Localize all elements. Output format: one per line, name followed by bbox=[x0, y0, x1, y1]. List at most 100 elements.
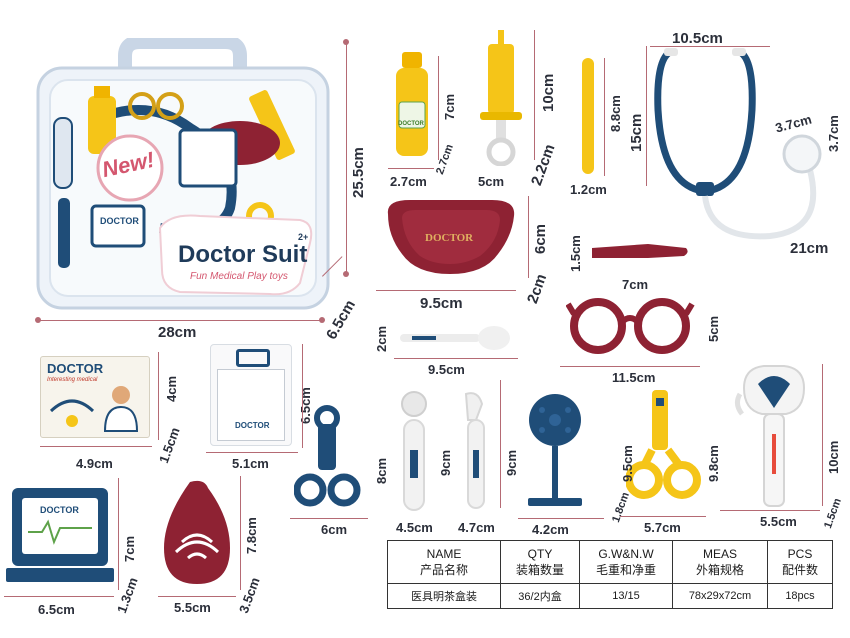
badge-label: DOCTOR bbox=[235, 421, 270, 430]
stethoscope-length-label: 21cm bbox=[790, 240, 829, 257]
lamp-width-label: 4.2cm bbox=[532, 522, 569, 537]
thermometer-depth-label: 1.5cm bbox=[822, 496, 844, 531]
bottle-width-label: 2.7cm bbox=[390, 174, 427, 189]
case-brand-title: Doctor Suit bbox=[178, 241, 308, 268]
clamp-width-label: 6cm bbox=[321, 522, 348, 537]
badge-clip bbox=[236, 349, 270, 367]
syringe-height-label: 10cm bbox=[540, 73, 557, 112]
scissors-height-label: 9.5cm bbox=[620, 445, 635, 482]
glasses-guide bbox=[560, 366, 700, 367]
guide-dot bbox=[343, 271, 349, 277]
id-badge: DOCTOR bbox=[210, 344, 292, 446]
spec-value-meas: 78x29x72cm bbox=[672, 583, 768, 609]
thermometer-image bbox=[734, 365, 806, 507]
monitor-guide bbox=[4, 596, 114, 597]
stethoscope-height-label: 15cm bbox=[628, 113, 645, 152]
stick-height-label: 8.8cm bbox=[608, 95, 623, 132]
badge-inner bbox=[217, 369, 285, 441]
bp-height-label: 7.8cm bbox=[244, 517, 259, 554]
spec-value-pcs: 18pcs bbox=[767, 583, 833, 609]
scissors-height2-label: 9.8cm bbox=[706, 445, 721, 482]
bottle-guide bbox=[388, 168, 434, 169]
clamp-guide bbox=[290, 518, 368, 519]
badge-width-label: 5.1cm bbox=[232, 456, 269, 471]
mirror-width-label: 4.5cm bbox=[396, 520, 433, 535]
stethoscope-top-label: 10.5cm bbox=[672, 30, 723, 47]
stethoscope-top-guide bbox=[650, 46, 770, 47]
hammer-height-label: 9cm bbox=[504, 449, 519, 476]
guide-dot bbox=[35, 317, 41, 323]
reflex-hammer-image bbox=[464, 392, 485, 509]
case-width-guide bbox=[38, 320, 322, 321]
mirror-height-label: 9cm bbox=[438, 449, 453, 476]
badge-guide bbox=[206, 452, 298, 453]
stethoscope-icon bbox=[49, 399, 95, 427]
card-subtitle: Interesting medical bbox=[47, 377, 98, 383]
monitor-label: DOCTOR bbox=[40, 505, 79, 515]
spec-value-name: 医具明茶盒装 bbox=[387, 583, 501, 609]
knife-width-label: 7cm bbox=[622, 277, 649, 292]
bottle-label: DOCTOR bbox=[398, 121, 424, 127]
card-guide bbox=[40, 446, 152, 447]
badge-guide-v bbox=[302, 344, 303, 448]
card-title: DOCTOR bbox=[47, 361, 104, 376]
tongue-depressor-image bbox=[582, 58, 594, 174]
stick-width-label: 1.2cm bbox=[570, 182, 607, 197]
scissors-image bbox=[626, 390, 701, 499]
card-width-label: 4.9cm bbox=[76, 456, 113, 471]
doctor-case: New! Doctor Suit Fun Medical Play toys 2… bbox=[30, 35, 332, 310]
guide-dot bbox=[343, 39, 349, 45]
tray-label: DOCTOR bbox=[425, 232, 474, 244]
dental-mirror-image bbox=[401, 391, 427, 511]
spec-value-weight: 13/15 bbox=[579, 583, 673, 609]
stethoscope-height-guide bbox=[646, 46, 647, 186]
bottle-guide-v bbox=[438, 56, 439, 160]
forceps-image bbox=[294, 405, 361, 507]
doctor-card: DOCTOR Interesting medical bbox=[40, 356, 150, 438]
monitor-image bbox=[6, 488, 114, 582]
card-height-label: 4cm bbox=[164, 375, 179, 402]
thermometer-guide bbox=[720, 510, 820, 511]
stick-guide-v bbox=[604, 58, 605, 176]
scissors-guide bbox=[620, 516, 706, 517]
card-depth-label: 1.5cm bbox=[156, 425, 183, 466]
bp-guide bbox=[158, 596, 236, 597]
hammer-width-label: 4.7cm bbox=[458, 520, 495, 535]
tray-height-label: 6cm bbox=[532, 223, 549, 254]
tray-width-label: 9.5cm bbox=[420, 295, 463, 312]
syringe-width-label: 5cm bbox=[478, 174, 505, 189]
case-illustration bbox=[36, 35, 330, 310]
stethoscope-chest-height-label: 3.7cm bbox=[826, 115, 841, 152]
case-width-label: 28cm bbox=[158, 324, 197, 341]
spoon-width-label: 9.5cm bbox=[428, 362, 465, 377]
stethoscope-image bbox=[654, 48, 822, 240]
knife-height-label: 1.5cm bbox=[568, 235, 583, 272]
hammer-guide-v bbox=[500, 380, 501, 508]
otoscope-spoon-image bbox=[400, 326, 510, 350]
monitor-height-label: 7cm bbox=[122, 535, 137, 562]
kidney-tray-image bbox=[387, 200, 515, 274]
case-doctor-tag: DOCTOR bbox=[100, 216, 139, 226]
scissors-width-label: 5.7cm bbox=[644, 520, 681, 535]
glasses-height-label: 5cm bbox=[706, 315, 721, 342]
case-height-guide bbox=[346, 42, 347, 274]
monitor-guide-v bbox=[118, 478, 119, 590]
bp-bulb-image bbox=[164, 480, 230, 584]
case-height-label: 25.5cm bbox=[350, 147, 367, 198]
doctor-avatar-icon bbox=[103, 386, 139, 432]
glasses-image bbox=[566, 298, 695, 354]
thermometer-guide-v bbox=[822, 364, 823, 506]
tray-guide bbox=[376, 290, 516, 291]
head-lamp-image bbox=[528, 394, 582, 506]
tray-guide-v bbox=[528, 196, 529, 278]
spoon-height-label: 2cm bbox=[374, 325, 389, 352]
bottle-image bbox=[396, 52, 428, 156]
thermometer-width-label: 5.5cm bbox=[760, 514, 797, 529]
